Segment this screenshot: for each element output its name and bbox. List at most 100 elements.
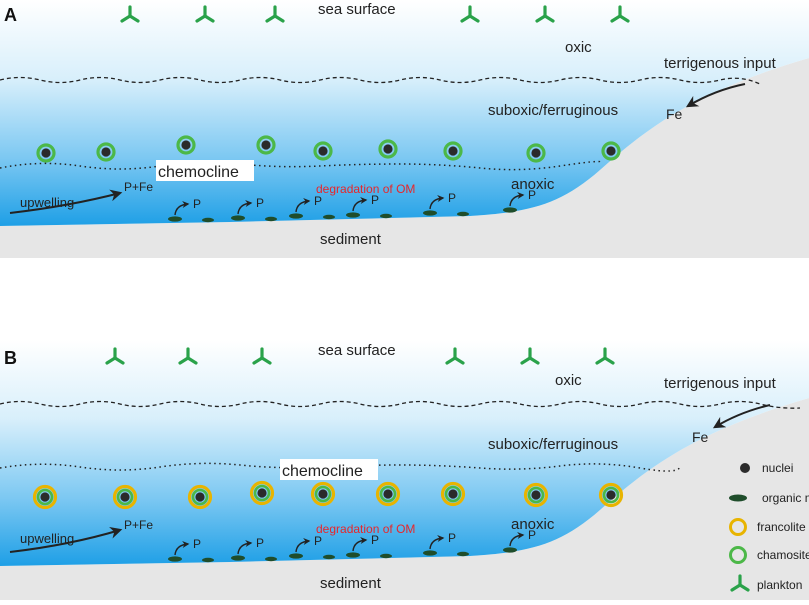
organic-matter-release: P bbox=[231, 196, 277, 222]
p-label: P bbox=[448, 191, 456, 205]
ooid-grain bbox=[187, 484, 213, 510]
legend-chamosite-label: chamosite layer bbox=[757, 548, 809, 562]
degradation-label: degradation of OM bbox=[316, 522, 415, 536]
p-label: P bbox=[193, 537, 201, 551]
chemocline-label-bg bbox=[156, 160, 254, 181]
p-fe-label: P+Fe bbox=[124, 180, 153, 194]
p-label: P bbox=[314, 534, 322, 548]
sea-surface-label: sea surface bbox=[318, 342, 396, 359]
chemocline-label-bg bbox=[280, 459, 378, 480]
oxic-label: oxic bbox=[555, 372, 582, 389]
legend-plankton-icon bbox=[730, 574, 750, 592]
grain-row bbox=[32, 480, 624, 510]
water-column bbox=[0, 340, 809, 566]
panel-label: B bbox=[4, 348, 17, 368]
ooid-grain bbox=[249, 480, 275, 506]
legend-organic-matter-icon bbox=[729, 494, 747, 502]
organic-matter-release: P bbox=[168, 537, 214, 563]
legend-nuclei-label: nuclei bbox=[762, 461, 793, 475]
ooid-grain bbox=[378, 139, 398, 159]
fe-input-arrow bbox=[685, 83, 746, 108]
suboxic-label: suboxic/ferruginous bbox=[488, 436, 618, 453]
terrigenous-input-label: terrigenous input bbox=[664, 55, 777, 72]
ooid-grain bbox=[440, 481, 466, 507]
sediment-area bbox=[0, 58, 809, 258]
ooid-grain bbox=[36, 143, 56, 163]
sea-surface-label: sea surface bbox=[318, 1, 396, 18]
legend: nuclei organic matter francolite layer c… bbox=[729, 461, 809, 592]
organic-matter-release: P bbox=[346, 533, 392, 559]
plankton-icon bbox=[178, 347, 198, 365]
ooid-grain bbox=[523, 482, 549, 508]
ooid-grain bbox=[443, 141, 463, 161]
anoxic-label: anoxic bbox=[511, 516, 555, 533]
fe-label: Fe bbox=[666, 106, 683, 122]
plankton-row bbox=[120, 5, 630, 23]
grain-row bbox=[36, 135, 621, 163]
plankton-icon bbox=[195, 5, 215, 23]
legend-nuclei-icon bbox=[740, 463, 750, 473]
ooid-grain bbox=[526, 143, 546, 163]
p-label: P bbox=[371, 533, 379, 547]
legend-organic-matter-label: organic matter bbox=[762, 491, 809, 505]
organic-matter-release: P bbox=[289, 194, 335, 220]
sediment-label: sediment bbox=[320, 231, 382, 248]
plankton-icon bbox=[252, 347, 272, 365]
chemocline-label: chemocline bbox=[158, 164, 239, 181]
suboxic-label: suboxic/ferruginous bbox=[488, 102, 618, 119]
ooid-grain bbox=[310, 481, 336, 507]
p-label: P bbox=[371, 193, 379, 207]
ooid-grain bbox=[313, 141, 333, 161]
ooid-grain bbox=[601, 141, 621, 161]
organic-matter-release: P bbox=[423, 191, 469, 217]
legend-plankton-label: plankton bbox=[757, 578, 802, 592]
plankton-icon bbox=[460, 5, 480, 23]
fe-input-arrow bbox=[712, 404, 771, 429]
ooid-grain bbox=[96, 142, 116, 162]
organic-matter-release: P bbox=[231, 536, 277, 562]
organic-matter-release: P bbox=[289, 534, 335, 560]
legend-chamosite-icon bbox=[729, 546, 747, 564]
ooid-grain bbox=[112, 484, 138, 510]
organic-matter-release: P bbox=[503, 188, 536, 213]
p-label: P bbox=[528, 528, 536, 542]
organic-matter-release: P bbox=[346, 193, 392, 219]
plankton-icon bbox=[535, 5, 555, 23]
sediment-area bbox=[0, 398, 809, 600]
panel-label: A bbox=[4, 5, 17, 25]
plankton-icon bbox=[610, 5, 630, 23]
plankton-icon bbox=[265, 5, 285, 23]
oxic-boundary bbox=[0, 400, 801, 409]
chemocline-line bbox=[0, 160, 601, 171]
p-label: P bbox=[448, 531, 456, 545]
plankton-icon bbox=[105, 347, 125, 365]
ooid-grain bbox=[176, 135, 196, 155]
chemocline-label: chemocline bbox=[282, 463, 363, 480]
ooid-grain bbox=[32, 484, 58, 510]
p-label: P bbox=[256, 536, 264, 550]
fe-label: Fe bbox=[692, 429, 709, 445]
p-label: P bbox=[256, 196, 264, 210]
terrigenous-input-label: terrigenous input bbox=[664, 375, 777, 392]
upwelling-arrow bbox=[9, 527, 123, 553]
anoxic-label: anoxic bbox=[511, 176, 555, 193]
ooid-grain bbox=[256, 135, 276, 155]
legend-francolite-icon bbox=[729, 518, 747, 536]
upwelling-arrow bbox=[9, 189, 123, 214]
ooid-grain bbox=[598, 482, 624, 508]
organic-matter-release: P bbox=[503, 528, 536, 553]
panel-b: B sea surface oxic terrigenous input Fe … bbox=[0, 340, 809, 600]
plankton-icon bbox=[445, 347, 465, 365]
p-label: P bbox=[314, 194, 322, 208]
plankton-row bbox=[105, 347, 615, 365]
panel-a: A sea surface oxic terrigenous input Fe … bbox=[0, 0, 809, 258]
degradation-label: degradation of OM bbox=[316, 182, 415, 196]
legend-francolite-label: francolite layer bbox=[757, 520, 809, 534]
plankton-icon bbox=[595, 347, 615, 365]
oxic-label: oxic bbox=[565, 39, 592, 56]
organic-matter-release: P bbox=[423, 531, 469, 557]
organic-matter-release: P bbox=[168, 197, 214, 223]
